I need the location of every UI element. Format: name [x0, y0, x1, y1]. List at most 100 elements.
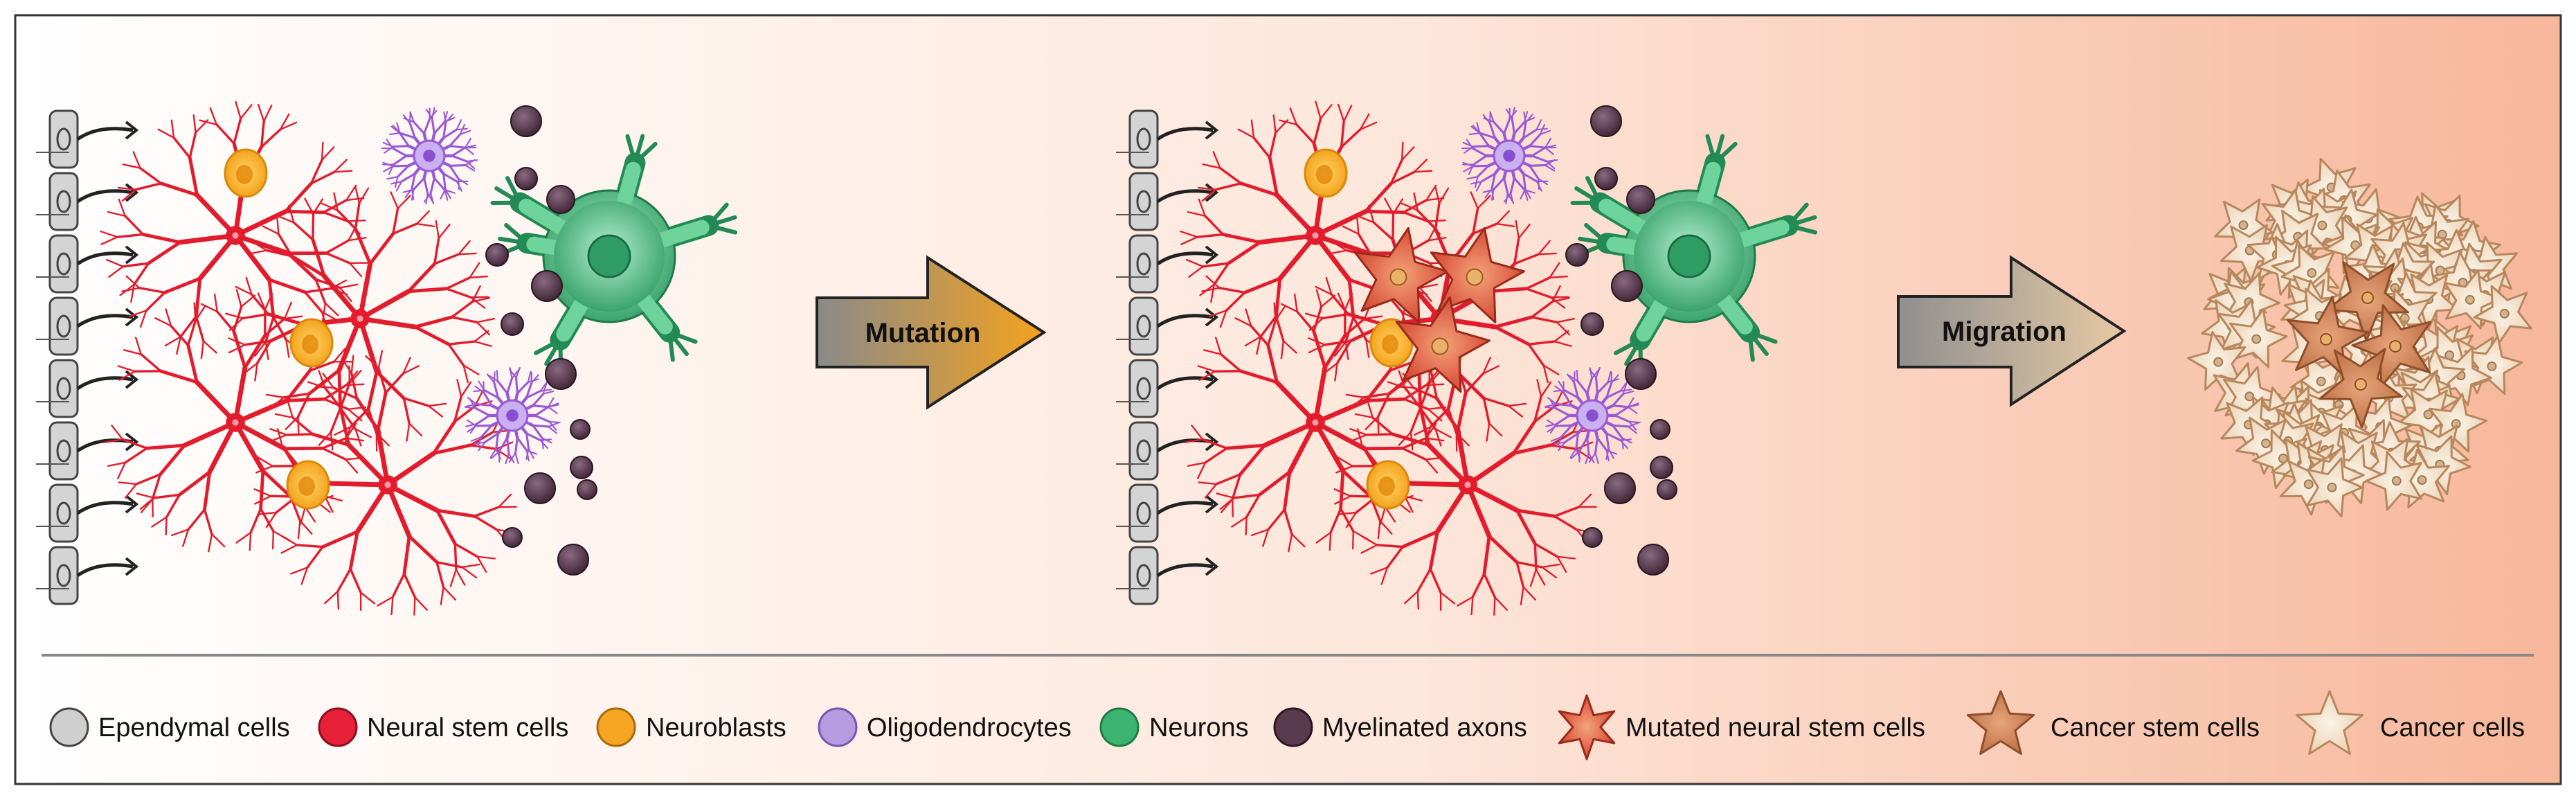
panel-mutated-niche	[1116, 100, 1818, 616]
legend-item-oligodendrocytes: Oligodendrocytes	[818, 707, 1072, 747]
ependymal-cell	[48, 109, 79, 169]
ependymal-cell	[1128, 296, 1159, 356]
myelinated-axon-icon	[1273, 707, 1313, 747]
cancer-stem-cell	[2325, 261, 2409, 342]
myelinated-axon	[514, 167, 538, 190]
myelinated-axon	[502, 527, 523, 548]
cancer-cell	[2229, 308, 2288, 368]
neuroblast	[224, 148, 268, 198]
myelinated-axon	[1594, 167, 1618, 190]
ependymal-layer	[1116, 109, 1219, 605]
cancer-stem-cell	[2319, 348, 2403, 429]
ependymal-cell	[48, 296, 79, 356]
cancer-cell	[2306, 457, 2363, 518]
cancer-cell	[2365, 451, 2422, 511]
myelinated-axon	[1650, 419, 1670, 440]
myelinated-axon	[1590, 105, 1622, 137]
ependymal-cell	[48, 483, 79, 543]
neural-stem-cell	[100, 100, 368, 361]
myelinated-axon	[1582, 527, 1603, 548]
ependymal-cell	[1128, 421, 1159, 481]
legend-label: Cancer stem cells	[2051, 713, 2260, 742]
myelinated-axon	[485, 243, 509, 267]
legend: Ependymal cells Neural stem cells Neurob…	[49, 690, 2525, 760]
panel-normal-niche	[36, 100, 738, 616]
neuroblast	[1366, 460, 1410, 510]
ependymal-cell-icon	[49, 707, 89, 747]
legend-label: Neural stem cells	[367, 713, 568, 742]
mutated-neural-stem-cell	[1430, 226, 1525, 323]
legend-item-ependymal: Ependymal cells	[49, 707, 290, 747]
myelinated-axons	[1565, 105, 1677, 576]
neuroblast	[1369, 318, 1414, 368]
myelinated-axon	[524, 472, 556, 504]
ependymal-cell	[1128, 483, 1159, 543]
ependymal-cell	[1128, 172, 1159, 231]
oligodendrocyte	[381, 107, 478, 205]
neuroblast-icon	[596, 707, 636, 747]
myelinated-axon	[1650, 456, 1673, 479]
myelinated-axon	[510, 105, 542, 137]
myelinated-axon	[531, 270, 563, 302]
myelinated-axon	[570, 419, 591, 440]
oligodendrocyte	[464, 367, 561, 465]
migration-label: Migration	[1942, 317, 2066, 347]
mutation-arrow: Mutation	[816, 255, 1047, 410]
cancer-cell	[2473, 285, 2532, 345]
mutated-stem-cell-icon	[1558, 694, 1616, 760]
myelinated-axon	[1626, 185, 1655, 214]
myelinated-axon	[545, 358, 577, 390]
neural-stem-cell	[1333, 350, 1597, 616]
legend-item-mutated-stem: Mutated neural stem cells	[1558, 694, 1925, 760]
migration-arrow: Migration	[1897, 255, 2127, 407]
ependymal-cell	[1128, 109, 1159, 169]
myelinated-axon	[1657, 479, 1677, 500]
oligodendrocyte-icon	[818, 707, 858, 747]
legend-item-neuroblasts: Neuroblasts	[596, 707, 786, 747]
oligodendrocyte	[1461, 107, 1558, 205]
ependymal-cell	[48, 546, 79, 605]
legend-label: Neurons	[1149, 713, 1249, 742]
ependymal-cell	[1128, 546, 1159, 605]
myelinated-axons	[485, 105, 597, 576]
mutated-neural-stem-cell	[1395, 296, 1490, 393]
cancer-stem-cell-icon	[1966, 690, 2035, 755]
legend-item-neural-stem: Neural stem cells	[318, 707, 568, 747]
legend-item-cancer-stem: Cancer stem cells	[1966, 690, 2260, 755]
ependymal-cell	[1128, 234, 1159, 294]
legend-label: Cancer cells	[2380, 713, 2525, 742]
myelinated-axon	[1565, 243, 1589, 267]
neuroblast	[289, 318, 334, 368]
cancer-cell	[2443, 269, 2502, 330]
neural-stem-cell	[253, 350, 517, 616]
myelinated-axon	[1611, 270, 1643, 302]
panel-tumor	[2187, 157, 2532, 518]
myelinated-axon	[1580, 312, 1604, 336]
cancer-stem-cell	[2287, 296, 2370, 379]
cancer-cell	[2235, 416, 2296, 475]
oligodendrocyte	[1544, 367, 1641, 465]
legend-item-neurons: Neurons	[1099, 707, 1249, 747]
mutated-neural-stem-cell	[1353, 226, 1449, 323]
ependymal-cell	[48, 421, 79, 481]
myelinated-axon	[570, 456, 593, 479]
legend-label: Oligodendrocytes	[867, 713, 1072, 742]
neuron	[1570, 134, 1818, 370]
neuron-icon	[1099, 707, 1140, 747]
neural-stem-cell-icon	[318, 707, 358, 747]
myelinated-axon	[1625, 358, 1657, 390]
legend-label: Neuroblasts	[646, 713, 786, 742]
legend-item-myelinated-axons: Myelinated axons	[1273, 707, 1527, 747]
myelinated-axon	[501, 312, 524, 336]
ependymal-cell	[48, 359, 79, 418]
neuroblast	[286, 460, 330, 510]
legend-label: Mutated neural stem cells	[1625, 713, 1925, 742]
myelinated-axon	[577, 479, 597, 500]
cancer-cell-icon	[2295, 690, 2364, 755]
cancer-cell	[2187, 330, 2246, 391]
neuroblast	[1304, 148, 1348, 198]
ependymal-cell	[1128, 359, 1159, 418]
myelinated-axon	[546, 185, 575, 214]
myelinated-axon	[557, 544, 589, 576]
ependymal-layer	[36, 109, 139, 605]
